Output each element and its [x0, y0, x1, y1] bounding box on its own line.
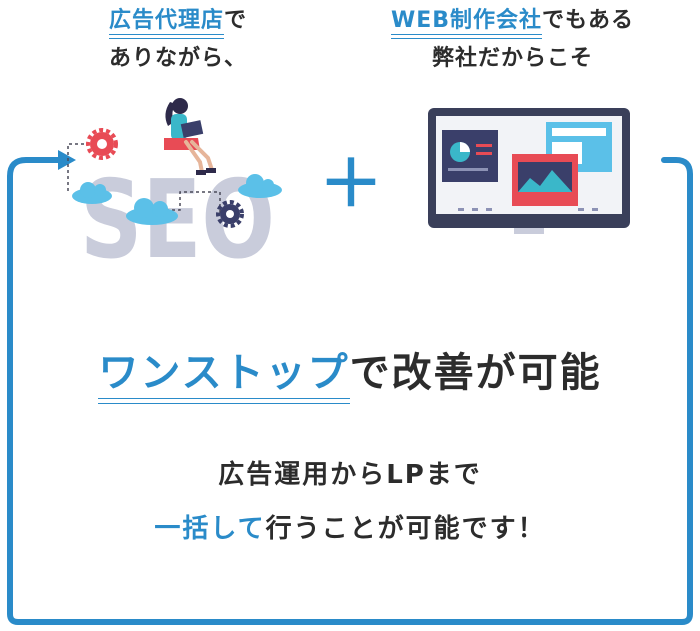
- body-line-2-rest: 行うことが可能です！: [265, 514, 546, 544]
- left-caption-line2: ありながら、: [108, 46, 247, 71]
- cloud-icon: [126, 198, 178, 225]
- loop-arrow-line: [7, 157, 693, 625]
- arrow-head: [58, 150, 76, 170]
- gear-icon: [86, 128, 118, 160]
- web-production-highlight: WEB制作会社: [390, 8, 543, 39]
- left-caption-line1-rest: で: [224, 8, 248, 33]
- cloud-icon: [72, 182, 112, 204]
- right-caption-line2: 弊社だからこそ: [431, 46, 593, 71]
- bulk-highlight: 一括して: [154, 514, 266, 544]
- person-icon: [164, 98, 216, 175]
- agency-highlight: 広告代理店: [108, 8, 224, 39]
- left-caption: 広告代理店で ありながら、: [58, 2, 298, 78]
- one-stop-highlight: ワンストップ: [98, 350, 350, 404]
- seo-letters: SEO: [80, 158, 275, 262]
- body-line-2: 一括して行うことが可能です！: [0, 508, 700, 545]
- right-caption: WEB制作会社でもある 弊社だからこそ: [325, 2, 700, 78]
- right-caption-line1-rest: でもある: [542, 8, 635, 33]
- monitor-illustration: [428, 108, 630, 234]
- gear-icon: [216, 200, 244, 228]
- cloud-icon: [238, 174, 282, 198]
- seo-illustration: SEO: [67, 98, 282, 262]
- body-line-1: 広告運用からLPまで: [218, 460, 482, 490]
- plus-sign: ＋: [319, 148, 383, 222]
- headline-rest: で改善が可能: [349, 350, 602, 396]
- headline: ワンストップで改善が可能: [0, 340, 700, 398]
